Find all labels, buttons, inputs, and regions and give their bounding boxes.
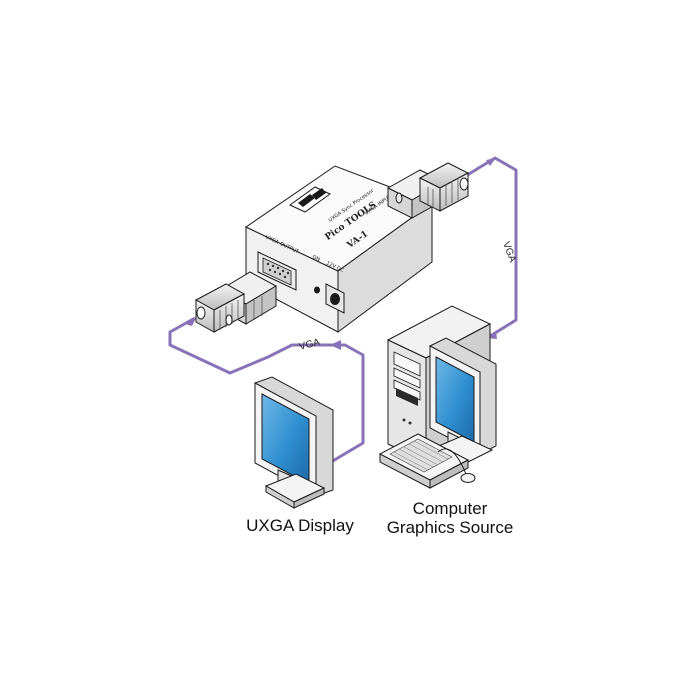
vga-plug-output — [194, 271, 278, 333]
uxga-display — [254, 376, 334, 509]
vga-cable-display: VGA — [168, 316, 365, 464]
dc-jack — [325, 283, 345, 314]
kramer-logo — [289, 186, 331, 213]
source-caption-line1: Computer — [412, 499, 488, 518]
display-caption: UXGA Display — [240, 516, 360, 535]
display-caption-text: UXGA Display — [246, 516, 354, 535]
vga-plug-input — [386, 162, 470, 219]
va1-device: Pico TOOLS VA-1 UXGA Sync Processor UXGA… — [245, 165, 434, 333]
on-label-text: ON — [311, 254, 321, 263]
source-caption: Computer Graphics Source — [380, 499, 520, 537]
power-led — [314, 286, 320, 294]
mouse — [460, 473, 476, 483]
output-port — [257, 251, 297, 291]
computer-keyboard — [378, 433, 476, 489]
vga-cable-source: VGA — [463, 156, 518, 340]
vga-label-display: VGA — [298, 337, 322, 353]
source-caption-line2: Graphics Source — [386, 518, 514, 537]
